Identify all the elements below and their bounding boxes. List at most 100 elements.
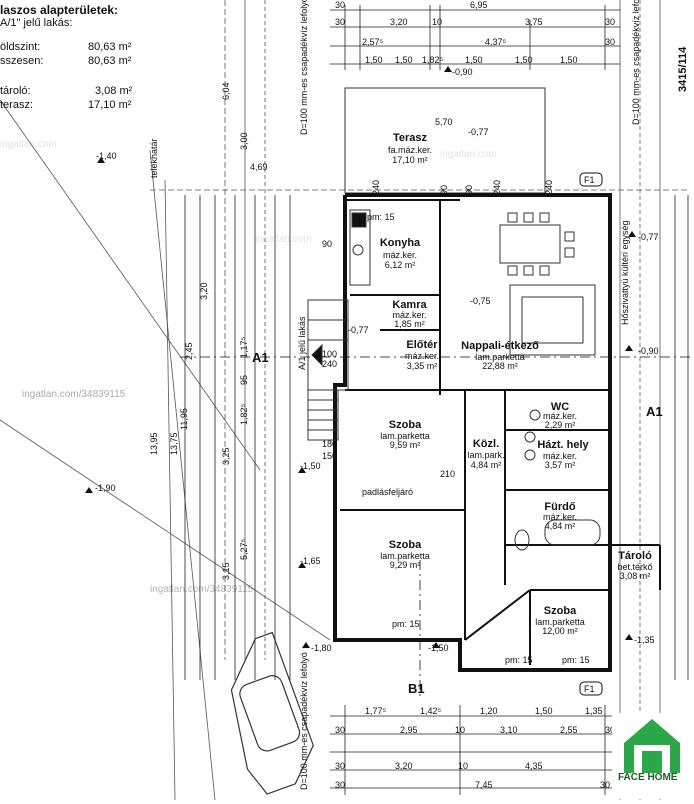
label-padlasfeljaro: padlásfeljáró bbox=[362, 487, 414, 497]
win-mark-7: 180 bbox=[322, 439, 338, 449]
area-label-osszesen: sszesen: bbox=[0, 55, 44, 67]
section-b: B1 bbox=[408, 681, 425, 696]
house-logo-icon bbox=[612, 713, 692, 799]
room-furdo-floor: máz.ker. bbox=[542, 512, 577, 522]
win-mark-2: 240 bbox=[492, 179, 502, 195]
dim-top2-0: 30 bbox=[335, 17, 346, 27]
win-mark-4: 240 bbox=[544, 179, 554, 195]
room-szoba2-floor: lam.parketta bbox=[380, 551, 430, 561]
dim-left-11: 1,17⁵ bbox=[239, 336, 249, 358]
room-terasz-name: Terasz bbox=[392, 132, 428, 144]
watermark-3: ingatlan.com bbox=[440, 149, 497, 160]
left-dimension-lines bbox=[184, 195, 291, 680]
dim-bot3-0: 30 bbox=[335, 761, 346, 771]
section-a-left: A1 bbox=[252, 350, 269, 365]
dim-left-4: 2,45 bbox=[184, 342, 194, 360]
area-label-tarolo: tároló: bbox=[0, 85, 31, 97]
room-nappali-name: Nappali-étkező bbox=[461, 340, 539, 352]
top-dimension-lines bbox=[330, 5, 620, 70]
win-mark-6: 150 bbox=[322, 451, 338, 461]
room-wc-area: 2,29 m² bbox=[544, 420, 576, 430]
room-eloter-floor: máz.ker. bbox=[404, 351, 439, 361]
dim-top1-1: 6,95 bbox=[470, 0, 488, 10]
level-9: -0,77 bbox=[348, 325, 369, 335]
dim-left-8: 3,00 bbox=[239, 132, 249, 150]
label-lakas: A/1 jelű lakás bbox=[297, 316, 307, 370]
f1-bottom: F1 bbox=[584, 684, 595, 694]
area-value-tarolo: 3,08 m² bbox=[95, 85, 133, 97]
room-nappali-floor: lam.parketta bbox=[475, 352, 525, 362]
dim-bot1-3: 1,50 bbox=[535, 706, 553, 716]
room-tarolo-name: Tároló bbox=[618, 550, 652, 562]
dim-top3-2: 30 bbox=[605, 37, 616, 47]
f1-top: F1 bbox=[584, 175, 595, 185]
dim-bot4-2: 30 bbox=[600, 780, 611, 790]
kitchen-counter bbox=[349, 209, 371, 286]
room-wc-floor: máz.ker. bbox=[542, 411, 577, 421]
area-value-osszesen: 80,63 m² bbox=[88, 55, 132, 67]
dim-bot1-1: 1,42⁵ bbox=[420, 706, 442, 716]
dim-left-6: 5,27⁵ bbox=[239, 538, 249, 560]
dim-left-10: 4,69 bbox=[250, 162, 268, 172]
area-value-foldszint: 80,63 m² bbox=[88, 41, 132, 53]
dim-top4-2: 1,82⁵ bbox=[422, 55, 444, 65]
room-kamra-area: 1,85 m² bbox=[394, 319, 425, 329]
dim-bot4-1: 7,45 bbox=[475, 780, 493, 790]
level-markers bbox=[85, 66, 636, 648]
car bbox=[230, 631, 314, 795]
room-kamra-name: Kamra bbox=[392, 299, 427, 311]
win-mark-0: 240 bbox=[371, 179, 381, 195]
room-szoba3-floor: lam.parketta bbox=[535, 617, 585, 627]
room-konyha-name: Konyha bbox=[379, 237, 421, 249]
dim-bot2-3: 3,10 bbox=[500, 725, 518, 735]
level-0: -1,40 bbox=[96, 151, 117, 161]
dim-left-0: 13,95 bbox=[149, 432, 159, 455]
room-szoba1-name: Szoba bbox=[388, 419, 422, 431]
room-hazt-area: 3,57 m² bbox=[544, 460, 576, 470]
dim-bot3-1: 3,20 bbox=[395, 761, 413, 771]
watermark-url-2: ingatlan.com/34839115 bbox=[150, 584, 254, 595]
level-6: -0,90 bbox=[452, 67, 473, 77]
dim-left-2: 11,95 bbox=[179, 408, 189, 430]
header-title: laszos alapterületek: bbox=[0, 3, 119, 17]
dining-table bbox=[499, 212, 575, 276]
level-12: -1,35 bbox=[634, 635, 655, 645]
room-nappali-area: 22,88 m² bbox=[482, 361, 518, 371]
win-mark-10: 240 bbox=[322, 359, 338, 369]
dim-left-3: 3,20 bbox=[199, 282, 209, 300]
dim-left-9: 6,04 bbox=[221, 82, 231, 100]
dim-top2-3: 3,75 bbox=[525, 17, 543, 27]
bottom-dimension-lines bbox=[330, 705, 620, 795]
room-szoba2-name: Szoba bbox=[388, 539, 422, 551]
room-konyha-floor: máz.ker. bbox=[382, 250, 417, 260]
label-csapadek-top: D=100 mm-es csapadékvíz lefolyó bbox=[299, 0, 309, 135]
dim-left-5: 3,25 bbox=[221, 447, 231, 465]
room-szoba1-floor: lam.parketta bbox=[380, 431, 430, 441]
dim-bot2-4: 2,55 bbox=[560, 725, 578, 735]
area-value-terasz: 17,10 m² bbox=[88, 99, 132, 111]
dim-bot1-2: 1,20 bbox=[480, 706, 498, 716]
dim-top3-1: 4,37⁵ bbox=[485, 37, 507, 47]
level-10: -0,77 bbox=[638, 232, 659, 242]
watermark-1: ingatlan.com bbox=[0, 139, 57, 150]
right-dimension-lines bbox=[674, 195, 689, 680]
room-hazt-floor: máz.ker. bbox=[542, 451, 577, 461]
label-hrsz: 3415/114 bbox=[677, 46, 689, 92]
room-tarolo-area: 3,08 m² bbox=[619, 571, 651, 581]
dim-top2-2: 10 bbox=[432, 17, 443, 27]
label-hoszivattyu: Hőszivattyú kültéri egység bbox=[620, 220, 630, 325]
win-mark-5: 90 bbox=[322, 239, 333, 249]
dim-top2-1: 3,20 bbox=[390, 17, 408, 27]
dim-left-13: 95 bbox=[239, 374, 249, 385]
dim-left-1: 13,75 bbox=[169, 432, 179, 455]
dim-terrace-width: 5,70 bbox=[435, 117, 453, 127]
room-tarolo-floor: bet.térkő bbox=[617, 562, 653, 572]
section-a-right: A1 bbox=[646, 404, 663, 419]
label-csapadek-bottom: D=100 mm-es csapadékvíz lefolyó bbox=[299, 652, 309, 790]
header-subtitle: A/1" jelű lakás: bbox=[0, 17, 73, 29]
level-4: -1,80 bbox=[311, 643, 332, 653]
dim-bot3-3: 4,35 bbox=[525, 761, 543, 771]
building-walls bbox=[333, 193, 612, 672]
